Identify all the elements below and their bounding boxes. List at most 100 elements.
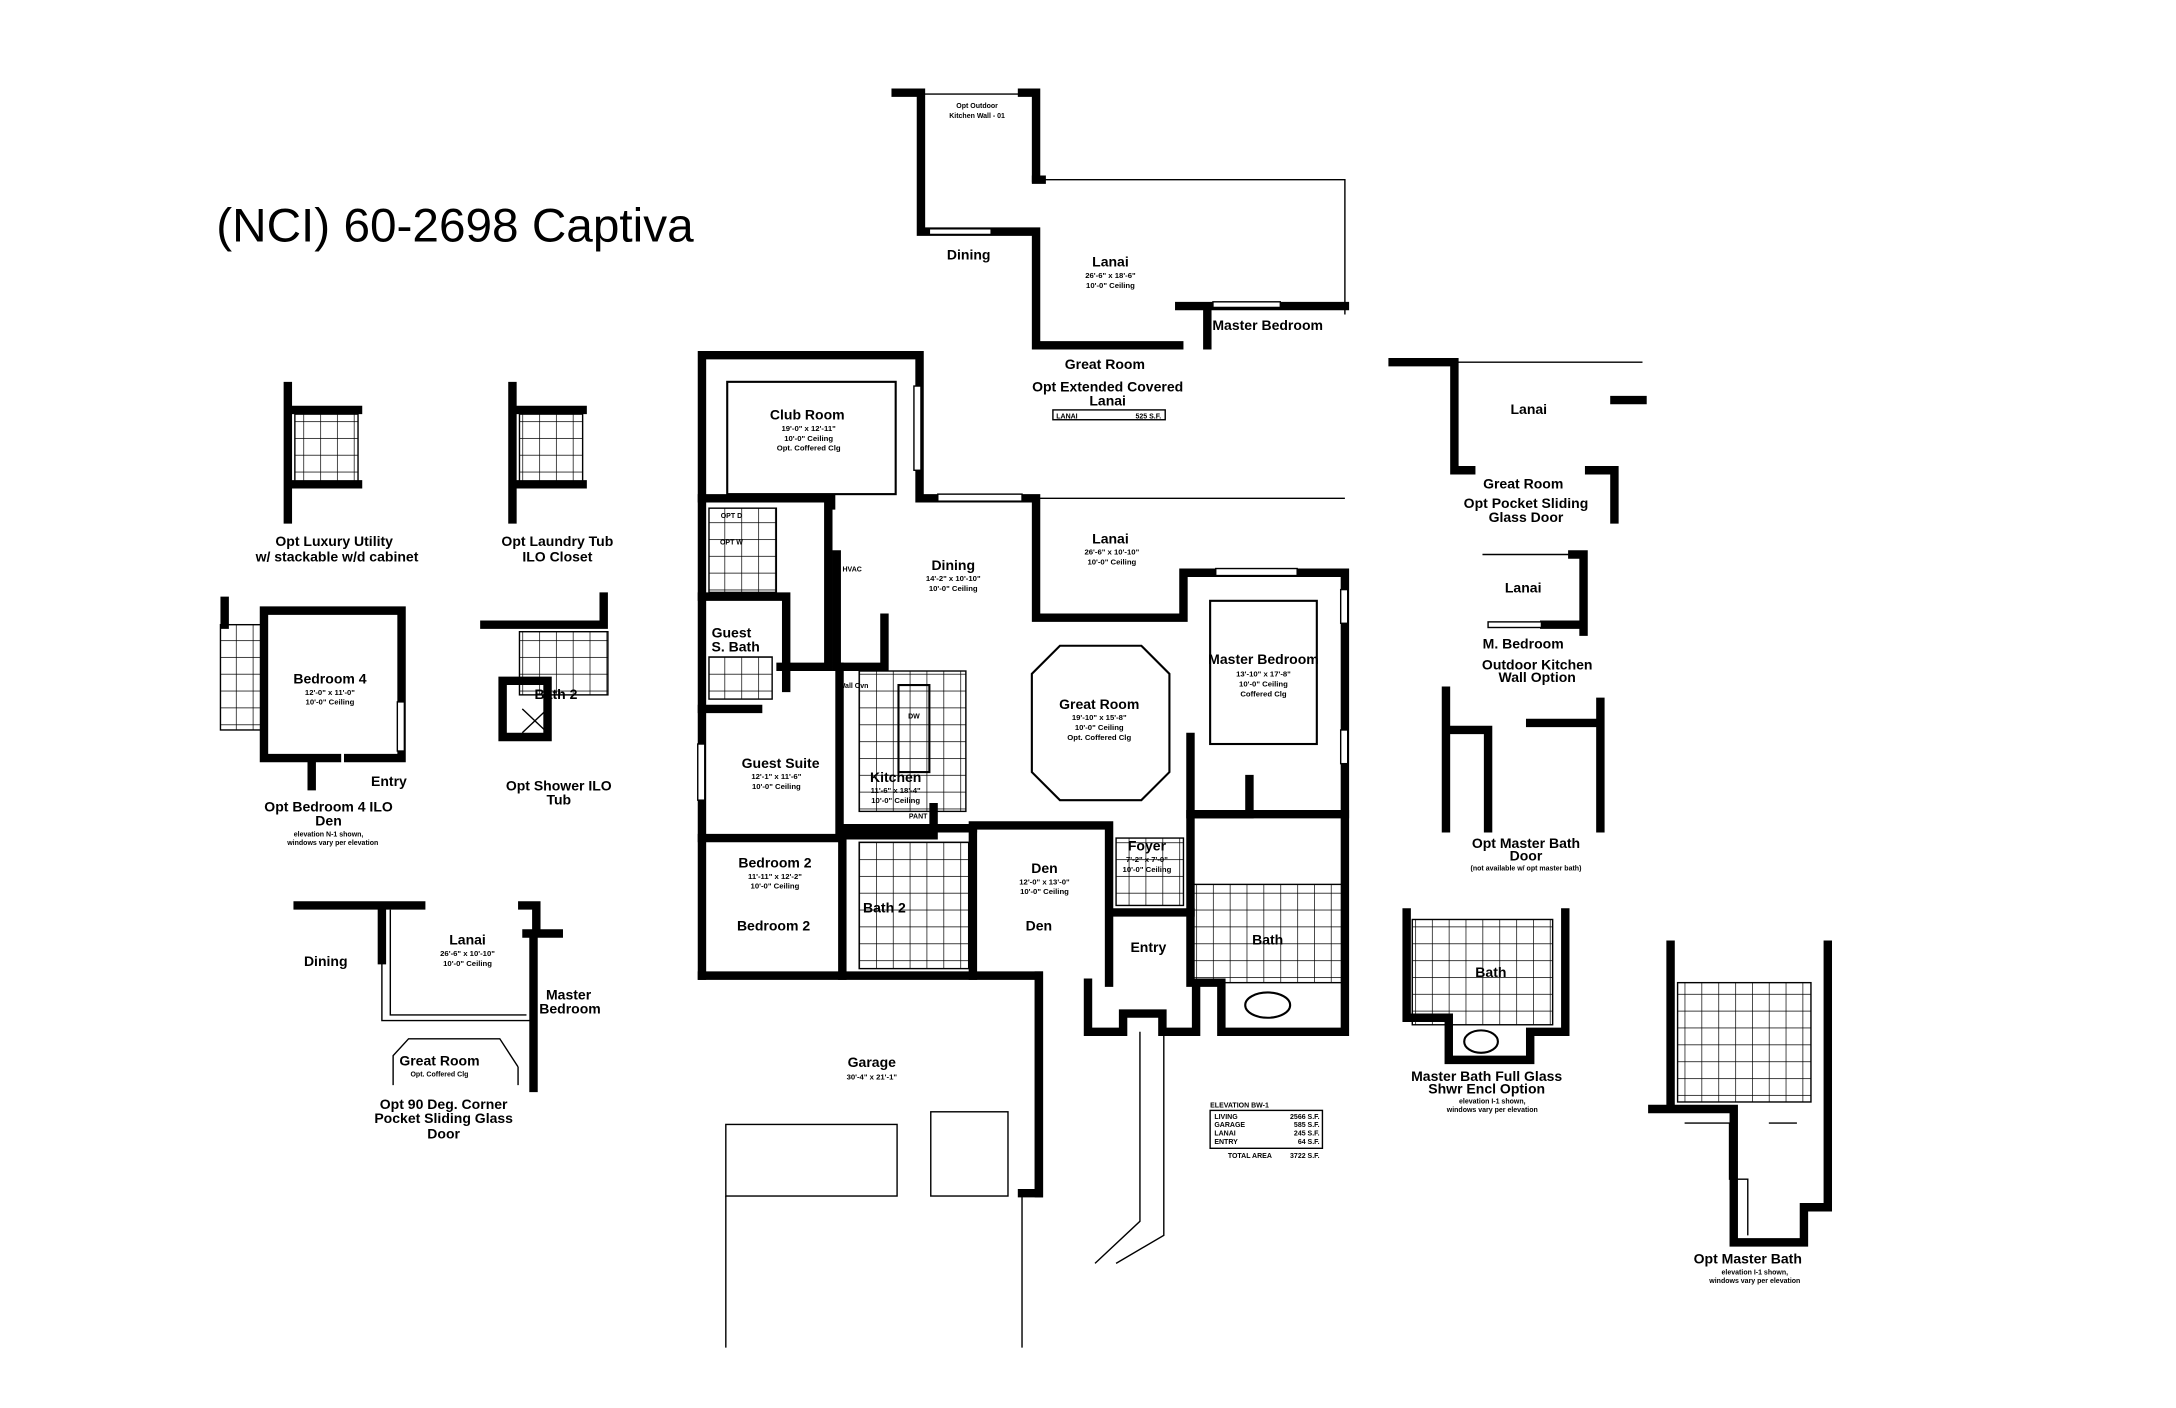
label: 10'-0" Ceiling bbox=[1075, 723, 1124, 732]
label: elevation I-1 shown, bbox=[1722, 1270, 1789, 1277]
area-table: ELEVATION BW-1 LIVING 2566 S.F. GARAGE 5… bbox=[1209, 1103, 1324, 1160]
label: Master bbox=[546, 986, 592, 1002]
label: (not available w/ opt master bath) bbox=[1471, 865, 1582, 872]
option-master-bath-door: Opt Master Bath Door (not available w/ o… bbox=[1441, 686, 1605, 872]
label: Outdoor Kitchen bbox=[1482, 657, 1593, 673]
label: 10'-0" Ceiling bbox=[751, 882, 800, 891]
label: Den bbox=[1031, 860, 1057, 876]
option-master-bath: Opt Master Bath elevation I-1 shown, win… bbox=[1648, 940, 1833, 1285]
label: Opt Master Bath bbox=[1472, 835, 1580, 851]
label: Glass Door bbox=[1489, 509, 1564, 525]
label: elevation N-1 shown, bbox=[294, 832, 364, 839]
label: Bedroom bbox=[539, 1001, 601, 1017]
label: 12'-0" x 13'-0" bbox=[1019, 877, 1070, 886]
label: Master Bath Full Glass bbox=[1411, 1068, 1562, 1084]
label: 245 S.F. bbox=[1294, 1131, 1320, 1138]
label: 19'-10" x 15'-8" bbox=[1072, 713, 1127, 722]
label: w/ stackable w/d cabinet bbox=[255, 549, 419, 565]
label: Opt Master Bath bbox=[1694, 1250, 1802, 1266]
label: 10'-0" Ceiling bbox=[1020, 887, 1069, 896]
label: ELEVATION BW-1 bbox=[1210, 1103, 1269, 1110]
label: 3722 S.F. bbox=[1290, 1153, 1320, 1160]
option-luxury-utility: Opt Luxury Utility w/ stackable w/d cabi… bbox=[255, 381, 419, 565]
label: Great Room bbox=[399, 1052, 479, 1068]
label: Bath bbox=[1252, 932, 1283, 948]
label: ILO Closet bbox=[522, 549, 592, 565]
label: 10'-0" Ceiling bbox=[306, 698, 355, 707]
label: Bedroom 2 bbox=[738, 855, 811, 871]
label: Kitchen bbox=[870, 769, 921, 785]
option-bedroom4: Bedroom 4 12'-0" x 11'-0" 10'-0" Ceiling… bbox=[219, 596, 407, 847]
label: 64 S.F. bbox=[1298, 1139, 1320, 1146]
label: GARAGE bbox=[1214, 1122, 1245, 1129]
label: 14'-2" x 10'-10" bbox=[926, 574, 981, 583]
room-dims: 26'-6" x 18'-6" bbox=[1085, 271, 1136, 280]
label: Opt Shower ILO bbox=[506, 777, 612, 793]
label: Lanai bbox=[1505, 579, 1542, 595]
main-floor-plan: Club Room 19'-0" x 12'-11" 10'-0" Ceilin… bbox=[697, 350, 1350, 1348]
label: Bath bbox=[1475, 964, 1506, 980]
label: 26'-6" x 10'-10" bbox=[440, 949, 495, 958]
label: 7'-2" x 7'-0" bbox=[1126, 855, 1168, 864]
label: Bath 2 bbox=[863, 899, 906, 915]
label: Opt 90 Deg. Corner bbox=[380, 1096, 508, 1112]
label: Lanai bbox=[1510, 401, 1547, 417]
option-shower-ilo-tub: Bath 2 Opt Shower ILO Tub bbox=[480, 592, 612, 807]
label: ENTRY bbox=[1214, 1139, 1238, 1146]
room-label: Lanai bbox=[1092, 254, 1129, 270]
label: Entry bbox=[1130, 939, 1166, 955]
label: 10'-0" Ceiling bbox=[871, 796, 920, 805]
label: Pocket Sliding Glass bbox=[374, 1110, 513, 1126]
label: DW bbox=[908, 714, 920, 721]
label: Garage bbox=[848, 1054, 897, 1070]
label: windows vary per elevation bbox=[1446, 1107, 1538, 1114]
option-laundry-tub: Opt Laundry Tub ILO Closet bbox=[501, 381, 613, 565]
label: 13'-10" x 17'-8" bbox=[1236, 670, 1291, 679]
room-labels: Club Room 19'-0" x 12'-11" 10'-0" Ceilin… bbox=[712, 407, 1319, 1082]
label: Dining bbox=[304, 953, 348, 969]
label: Great Room bbox=[1059, 696, 1139, 712]
label: Door bbox=[1510, 848, 1543, 864]
label: 30'-4" x 21'-1" bbox=[847, 1073, 898, 1082]
label: OPT W bbox=[720, 540, 743, 547]
label: Bedroom 2 bbox=[737, 918, 810, 934]
extended-lanai-option: Opt Outdoor Kitchen Wall - 01 Dining Lan… bbox=[891, 88, 1350, 421]
label: Opt. Coffered Clg bbox=[410, 1072, 468, 1079]
label: 26'-6" x 10'-10" bbox=[1084, 547, 1139, 556]
label: Den bbox=[315, 812, 341, 828]
option-corner-pocket-door: Dining Lanai 26'-6" x 10'-10" 10'-0" Cei… bbox=[293, 901, 601, 1141]
label: windows vary per elevation bbox=[1708, 1278, 1800, 1285]
option-full-glass-shower: Bath Master Bath Full Glass Shwr Encl Op… bbox=[1402, 908, 1570, 1114]
label: Guest bbox=[712, 624, 752, 640]
label: Shwr Encl Option bbox=[1428, 1081, 1545, 1097]
label: Guest Suite bbox=[742, 755, 820, 771]
label: 10'-0" Ceiling bbox=[929, 584, 978, 593]
label: Foyer bbox=[1128, 838, 1167, 854]
area-label: LANAI bbox=[1056, 413, 1077, 420]
label: 10'-0" Ceiling bbox=[1087, 557, 1136, 566]
label: Entry bbox=[371, 773, 407, 789]
label: TOTAL AREA bbox=[1228, 1153, 1272, 1160]
label: Bedroom 4 bbox=[293, 671, 366, 687]
label: LANAI bbox=[1214, 1131, 1235, 1138]
label: Opt Outdoor bbox=[956, 103, 998, 110]
label: 10'-0" Ceiling bbox=[443, 959, 492, 968]
label: Den bbox=[1026, 918, 1052, 934]
option-pocket-sliding-door: Lanai Great Room Opt Pocket Sliding Glas… bbox=[1388, 357, 1647, 525]
option-caption: Lanai bbox=[1089, 393, 1126, 409]
label: Kitchen Wall - 01 bbox=[949, 113, 1005, 120]
label: Opt Bedroom 4 ILO bbox=[264, 798, 393, 814]
label: 585 S.F. bbox=[1294, 1122, 1320, 1129]
label: windows vary per elevation bbox=[286, 840, 378, 847]
label: 12'-0" x 11'-0" bbox=[305, 688, 355, 697]
label: Opt Laundry Tub bbox=[501, 533, 613, 549]
label: Master Bedroom bbox=[1212, 317, 1323, 333]
label: Lanai bbox=[449, 932, 486, 948]
label: LIVING bbox=[1214, 1114, 1238, 1121]
label: Wall Ovn bbox=[839, 683, 869, 690]
label: Club Room bbox=[770, 407, 845, 423]
label: Lanai bbox=[1092, 530, 1129, 546]
label: 10'-0" Ceiling bbox=[1123, 865, 1172, 874]
room-ceiling: 10'-0" Ceiling bbox=[1086, 281, 1135, 290]
label: OPT D bbox=[721, 513, 742, 520]
